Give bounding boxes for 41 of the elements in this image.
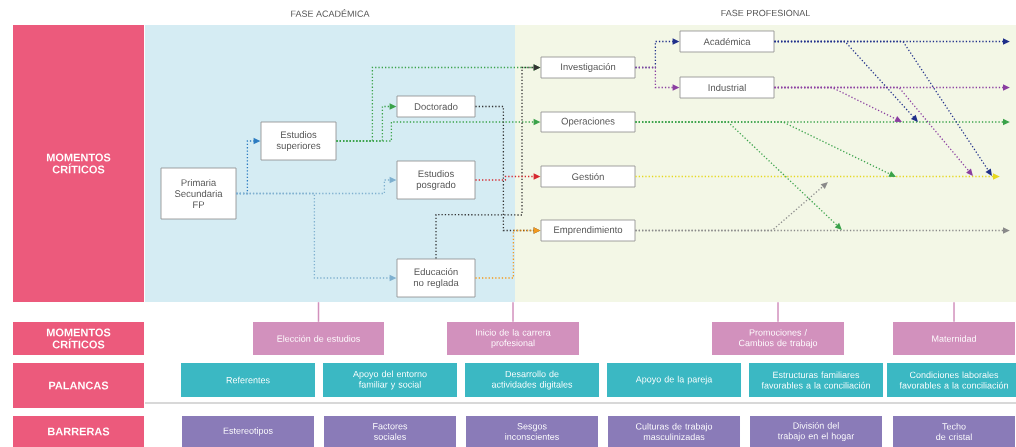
flow-box: Operaciones bbox=[540, 111, 636, 133]
arrow bbox=[773, 86, 973, 176]
flow-box: Estudios posgrado bbox=[396, 160, 476, 200]
arrow bbox=[773, 40, 992, 176]
row-header: MOMENTOS CRÍTICOS bbox=[13, 25, 144, 302]
node-label: FASE PROFESIONAL bbox=[721, 9, 810, 17]
moment-box: Promociones / Cambios de trabajo bbox=[712, 322, 844, 355]
arrow bbox=[634, 182, 828, 232]
lever-box: Apoyo de la pareja bbox=[607, 363, 741, 397]
flow-box: Estudios superiores bbox=[260, 121, 337, 161]
leader-line bbox=[777, 301, 779, 323]
flow-box: Educación no reglada bbox=[396, 258, 476, 298]
leader-line bbox=[317, 301, 320, 323]
barrier-box: Sesgos inconscientes bbox=[466, 416, 598, 447]
flow-box: Gestión bbox=[540, 165, 636, 188]
lever-box: Desarrollo de actividades digitales bbox=[465, 363, 599, 397]
node-label: FASE ACADÉMICA bbox=[291, 9, 370, 17]
moment-box: Elección de estudios bbox=[253, 322, 384, 355]
flow-box: Industrial bbox=[679, 76, 775, 99]
row-header: BARRERAS bbox=[13, 416, 144, 447]
barrier-box: División del trabajo en el hogar bbox=[750, 416, 882, 447]
flow-box: Académica bbox=[679, 30, 775, 53]
row-header: MOMENTOS CRÍTICOS bbox=[13, 322, 144, 355]
lever-box: Condiciones laborales favorables a la conciliación bbox=[887, 363, 1016, 397]
lever-box: Estructuras familiares favorables a la conciliación bbox=[749, 363, 883, 397]
barrier-box: Techo de cristal bbox=[893, 416, 1015, 447]
flow-box: Doctorado bbox=[396, 95, 476, 118]
moment-box: Maternidad bbox=[893, 322, 1015, 355]
arrow bbox=[634, 121, 896, 177]
leader-line bbox=[953, 301, 955, 323]
flow-box: Investigación bbox=[540, 56, 636, 79]
leader-line bbox=[512, 301, 514, 323]
moment-box: Inicio de la carrera profesional bbox=[447, 322, 579, 355]
flow-box: Primaria Secundaria FP bbox=[160, 167, 237, 220]
lever-box: Apoyo del entorno familiar y social bbox=[323, 363, 457, 397]
barrier-box: Culturas de trabajo masculinizadas bbox=[608, 416, 740, 447]
barrier-box: Factores sociales bbox=[324, 416, 456, 447]
barrier-box: Estereotipos bbox=[182, 416, 314, 447]
row-header: PALANCAS bbox=[13, 363, 144, 408]
flow-box: Emprendimiento bbox=[540, 219, 636, 242]
lever-box: Referentes bbox=[181, 363, 315, 397]
